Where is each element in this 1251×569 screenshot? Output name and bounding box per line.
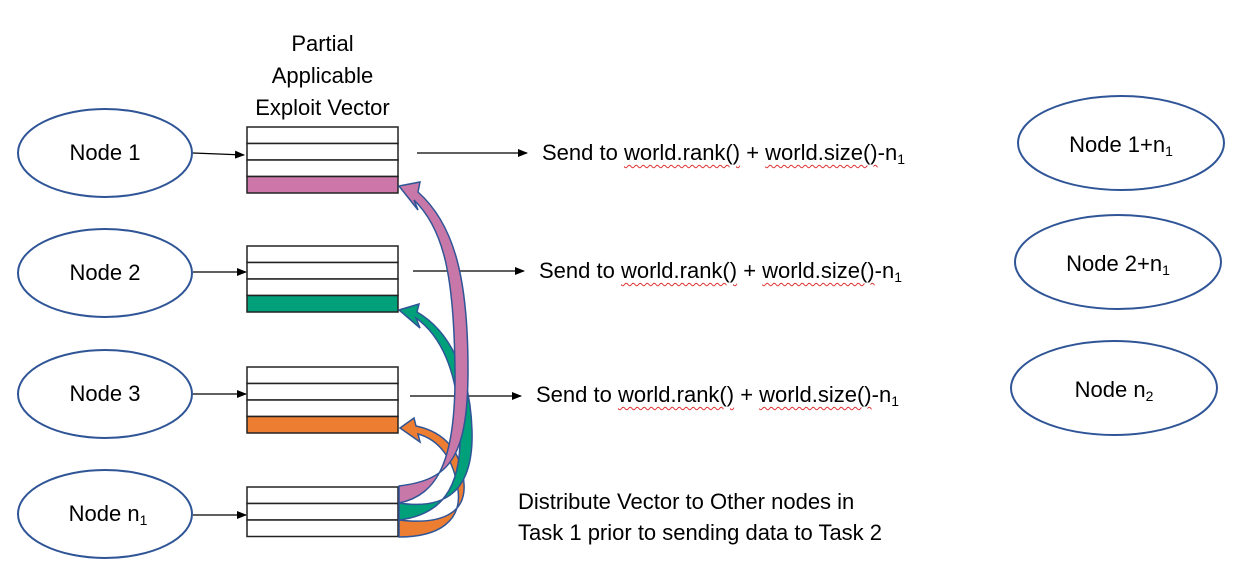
- distribution-arrow-node-2: [397, 302, 473, 521]
- node-2-ellipse[interactable]: [17, 228, 193, 318]
- node-1-to-vector-arrow: [192, 150, 245, 159]
- distribution-note-line-1: Distribute Vector to Other nodes in: [518, 489, 855, 514]
- distribution-note-line-2: Task 1 prior to sending data to Task 2: [518, 520, 883, 545]
- node-1-ellipse[interactable]: [17, 108, 193, 198]
- node-2-label: Node 2: [69, 260, 141, 285]
- exploit-vector-node-3: [246, 366, 399, 434]
- exploit-vector-node-1: [246, 126, 399, 194]
- vector-row: [246, 159, 399, 178]
- vector-row-highlighted: [246, 294, 399, 313]
- vector-row: [246, 519, 399, 538]
- vector-title: Partial Applicable Exploit Vector: [250, 28, 395, 124]
- vector-title-line-3: Exploit Vector: [255, 95, 390, 120]
- vector-row: [246, 245, 399, 264]
- node-1-plus-n1-label: Node 1+n1: [1069, 132, 1173, 159]
- vector-row: [246, 399, 399, 418]
- vector-title-line-1: Partial: [291, 31, 354, 56]
- node-n1-ellipse[interactable]: [17, 469, 193, 559]
- node-n2-label: Node n2: [1074, 377, 1154, 404]
- exploit-vector-node-2: [246, 245, 399, 313]
- distribution-arrow-node-1: [397, 181, 469, 504]
- vector-title-line-2: Applicable: [271, 63, 374, 88]
- send-label-3: Send to world.rank() + world.size()-n1: [536, 382, 899, 409]
- send-label-2: Send to world.rank() + world.size()-n1: [539, 258, 902, 285]
- distribution-note: Distribute Vector to Other nodes in Task…: [518, 486, 882, 548]
- node-2-plus-n1-ellipse[interactable]: [1014, 214, 1222, 310]
- vector-row: [246, 142, 399, 161]
- vector-row: [246, 486, 399, 505]
- node-2-plus-n1-label: Node 2+n1: [1066, 251, 1170, 278]
- node-1-plus-n1-ellipse[interactable]: [1017, 95, 1225, 191]
- vector-row: [246, 278, 399, 297]
- vector-row: [246, 261, 399, 280]
- node-1-label: Node 1: [69, 140, 141, 165]
- vector-row-highlighted: [246, 415, 399, 434]
- node-n1-label: Node n1: [68, 501, 148, 528]
- node-3-label: Node 3: [69, 381, 141, 406]
- vector-row: [246, 502, 399, 521]
- exploit-vector-node-n1: [246, 486, 399, 538]
- node-n2-ellipse[interactable]: [1010, 340, 1218, 436]
- vector-row: [246, 126, 399, 145]
- send-label-1: Send to world.rank() + world.size()-n1: [542, 140, 905, 167]
- vector-row: [246, 366, 399, 385]
- vector-row-highlighted: [246, 175, 399, 194]
- node-3-ellipse[interactable]: [17, 349, 193, 439]
- vector-row: [246, 382, 399, 401]
